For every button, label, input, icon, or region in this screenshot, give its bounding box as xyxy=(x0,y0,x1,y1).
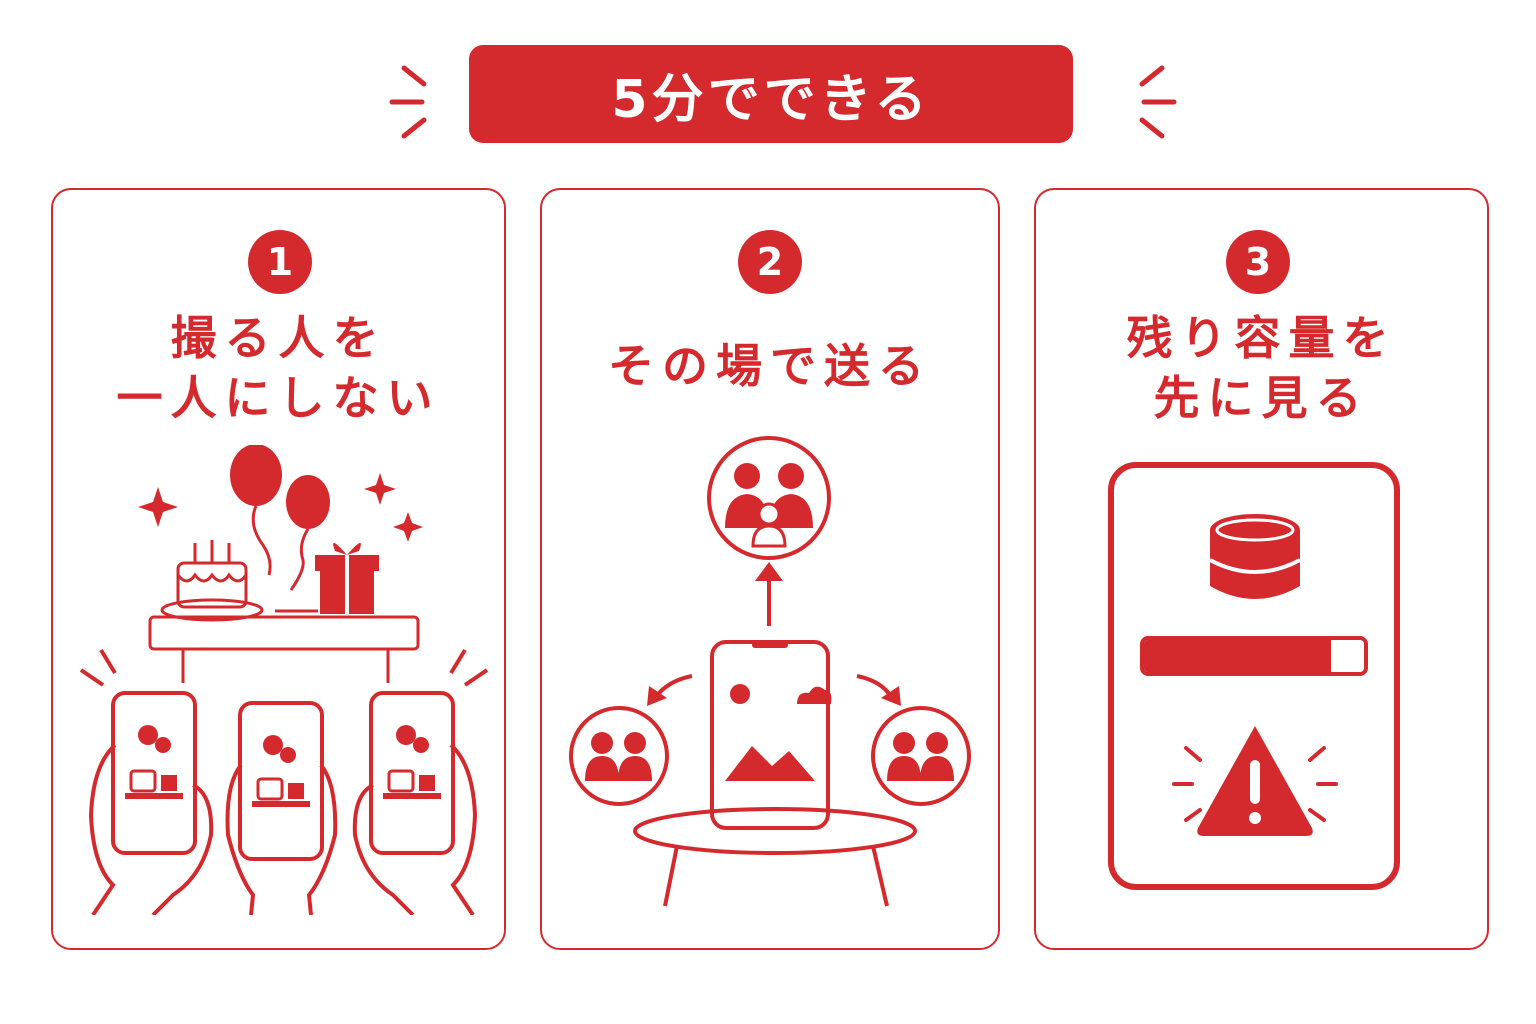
step-card-3: 3 残り容量を 先に見る xyxy=(1034,188,1489,950)
right-burst-icon xyxy=(1139,65,1177,139)
storage-panel xyxy=(1108,462,1400,890)
balloon-icon xyxy=(230,445,282,506)
arrow-right-icon xyxy=(881,686,901,706)
storage-bar xyxy=(1140,636,1368,676)
arrow-left-icon xyxy=(647,686,667,706)
step-number: 1 xyxy=(266,240,294,284)
phone-icon xyxy=(238,701,324,861)
arrow-up-icon xyxy=(755,562,783,581)
table-icon xyxy=(633,807,917,855)
step-title-line-1: 撮る人を xyxy=(170,311,387,365)
sparkle-icon xyxy=(393,512,423,542)
recipients-icon xyxy=(871,706,971,806)
step-title-line-2: 一人にしない xyxy=(116,371,441,425)
step-title: その場で送る xyxy=(542,336,998,396)
recipients-icon xyxy=(569,706,669,806)
step-number-badge: 3 xyxy=(1226,230,1290,294)
step-title-line-1: その場で送る xyxy=(608,339,932,393)
step-number-badge: 1 xyxy=(248,230,312,294)
step-number: 2 xyxy=(756,240,784,284)
left-burst-icon xyxy=(389,65,427,139)
step-title-line-2: 先に見る xyxy=(1153,371,1370,425)
party-photographers-illustration xyxy=(79,445,488,915)
storage-bar-fill xyxy=(1144,640,1331,672)
headline-banner: 5分でできる xyxy=(469,45,1073,143)
step-number: 3 xyxy=(1244,240,1272,284)
step-card-2: 2 その場で送る xyxy=(540,188,1000,950)
table-icon xyxy=(148,615,420,651)
headline-text: 5分でできる xyxy=(611,69,931,130)
step-card-1: 1 撮る人を 一人にしない xyxy=(51,188,506,950)
share-photo-illustration xyxy=(569,436,971,907)
warning-icon xyxy=(1172,726,1338,836)
step-title: 撮る人を 一人にしない xyxy=(53,308,504,428)
group-recipients-icon xyxy=(707,436,831,560)
phone-icon xyxy=(369,691,455,855)
database-icon xyxy=(1209,514,1301,599)
balloon-icon xyxy=(286,475,330,529)
step-number-badge: 2 xyxy=(738,230,802,294)
sparkle-icon xyxy=(364,473,396,505)
phone-icon xyxy=(710,640,830,830)
step-title-line-1: 残り容量を xyxy=(1126,311,1397,365)
step-title: 残り容量を 先に見る xyxy=(1036,308,1487,428)
phone-icon xyxy=(111,691,197,855)
sparkle-icon xyxy=(138,487,178,527)
